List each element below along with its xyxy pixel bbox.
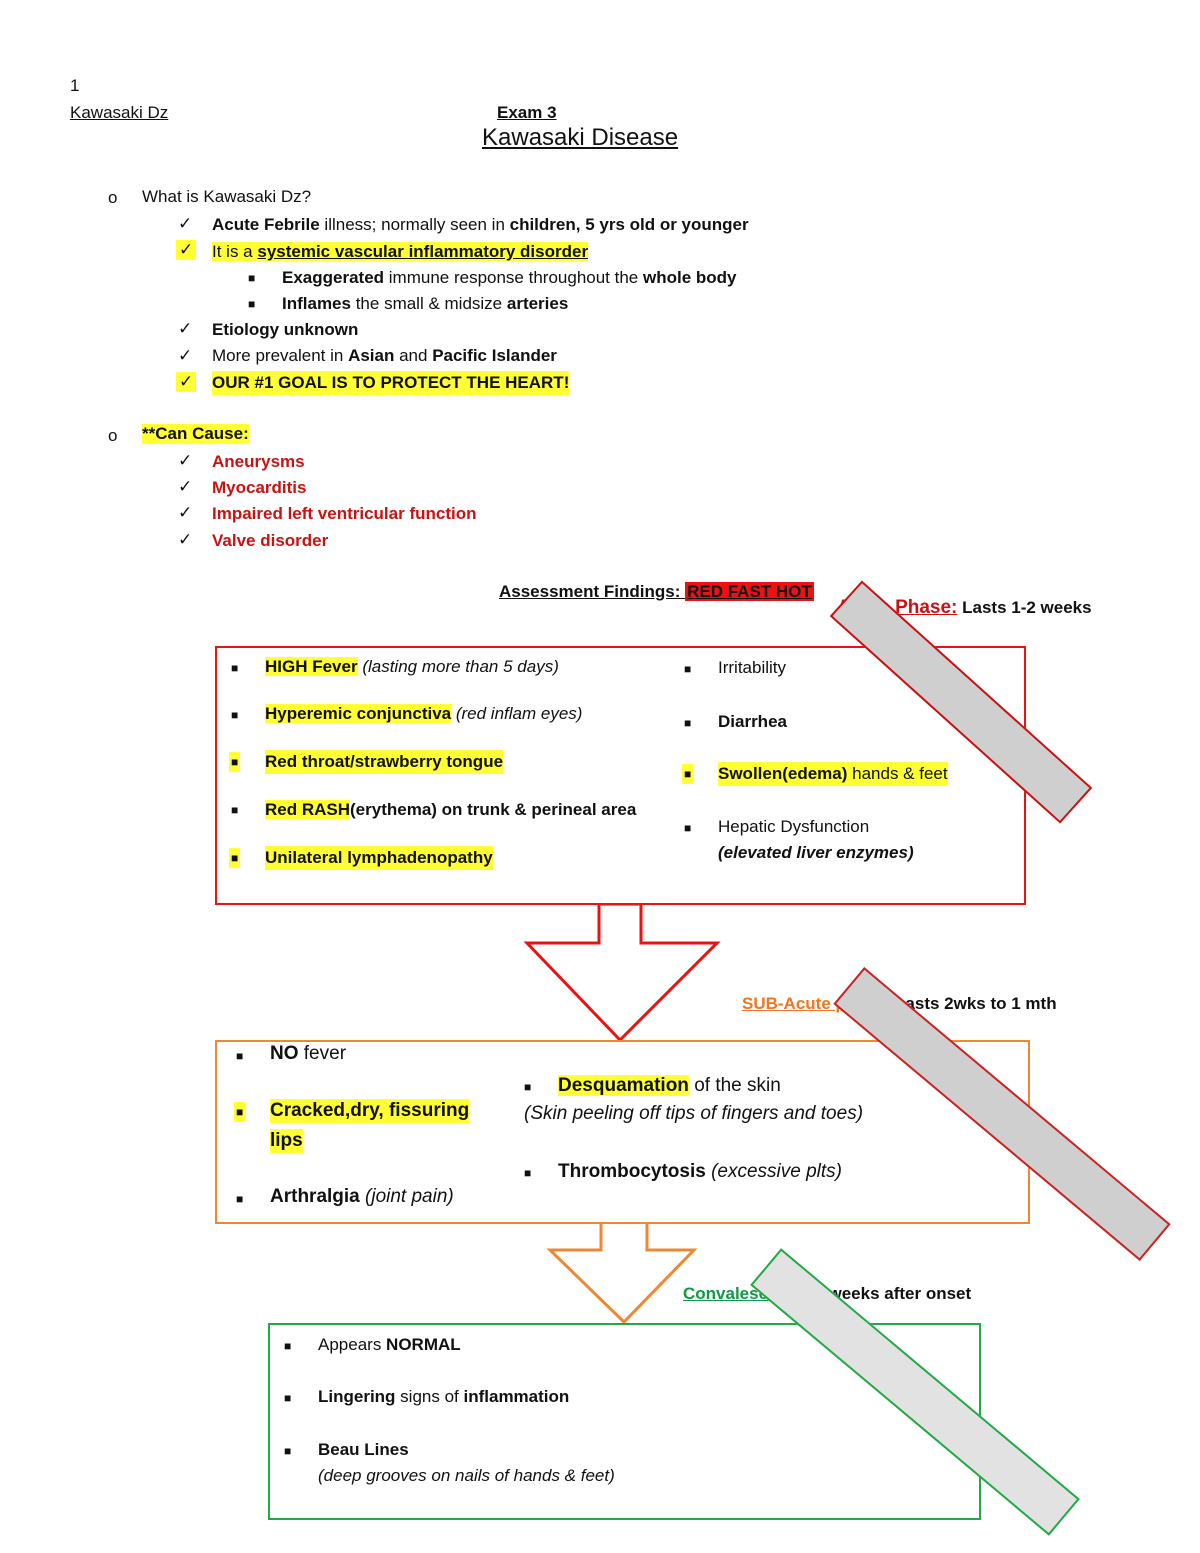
can-cause-heading: **Can Cause: xyxy=(142,424,249,444)
check-icon: ✓ xyxy=(178,451,193,470)
square-bullet-icon: ■ xyxy=(684,821,692,835)
check-icon: ✓ xyxy=(178,503,193,522)
subacute-phase-box xyxy=(215,1040,1030,1224)
complication-item: Valve disorder xyxy=(212,531,329,550)
check-icon: ✓ xyxy=(176,240,197,260)
square-bullet-icon: ■ xyxy=(284,1339,292,1353)
header-center-label: Exam 3 xyxy=(497,103,557,122)
subacute-finding: Arthralgia (joint pain) xyxy=(270,1186,454,1207)
square-bullet-icon: ■ xyxy=(231,708,239,722)
list-item: Inflames the small & midsize arteries xyxy=(282,294,569,313)
assessment-heading: Assessment Findings: RED FAST HOT xyxy=(499,582,814,601)
subacute-finding: Cracked,dry, fissuring xyxy=(270,1099,470,1123)
question-heading: What is Kawasaki Dz? xyxy=(142,187,312,206)
convalescent-finding-note: (deep grooves on nails of hands & feet) xyxy=(318,1466,615,1485)
square-bullet-icon: ■ xyxy=(236,1192,244,1206)
outline-bullet: o xyxy=(108,188,118,207)
square-bullet-icon: ■ xyxy=(231,803,239,817)
square-bullet-icon: ■ xyxy=(229,848,241,868)
convalescent-finding: Lingering signs of inflammation xyxy=(318,1387,570,1406)
list-item: Etiology unknown xyxy=(212,320,359,339)
square-bullet-icon: ■ xyxy=(231,661,239,675)
check-icon: ✓ xyxy=(178,214,193,233)
check-icon: ✓ xyxy=(176,372,197,392)
page-number: 1 xyxy=(70,76,80,95)
check-icon: ✓ xyxy=(178,530,193,549)
square-bullet-icon: ■ xyxy=(234,1102,246,1122)
subacute-finding: Thrombocytosis (excessive plts) xyxy=(558,1161,843,1182)
complication-item: Myocarditis xyxy=(212,478,307,497)
square-bullet-icon: ■ xyxy=(236,1049,244,1063)
subacute-finding: NO fever xyxy=(270,1043,347,1064)
list-item: Acute Febrile illness; normally seen in … xyxy=(212,215,749,234)
check-icon: ✓ xyxy=(178,346,193,365)
list-item: It is a systemic vascular inflammatory d… xyxy=(212,242,589,261)
square-bullet-icon: ■ xyxy=(684,662,692,676)
acute-finding-note: (elevated liver enzymes) xyxy=(718,843,914,862)
check-icon: ✓ xyxy=(178,477,193,496)
square-bullet-icon: ■ xyxy=(524,1166,532,1180)
square-bullet-icon: ■ xyxy=(284,1444,292,1458)
acute-finding: Hepatic Dysfunction xyxy=(718,817,870,836)
acute-finding: Irritability xyxy=(718,658,787,677)
arrow-acute-to-subacute xyxy=(523,902,721,1043)
subacute-finding: lips xyxy=(270,1129,303,1153)
square-bullet-icon: ■ xyxy=(682,764,694,784)
acute-finding: Red throat/strawberry tongue xyxy=(265,750,504,774)
acute-finding: HIGH Fever (lasting more than 5 days) xyxy=(265,657,559,676)
acute-finding: Red RASH(erythema) on trunk & perineal a… xyxy=(265,800,637,819)
square-bullet-icon: ■ xyxy=(524,1080,532,1094)
acute-finding: Unilateral lymphadenopathy xyxy=(265,846,493,870)
subacute-finding: Desquamation of the skin xyxy=(558,1075,781,1096)
outline-bullet: o xyxy=(108,426,118,445)
page-title: Kawasaki Disease xyxy=(482,124,679,151)
list-item: More prevalent in Asian and Pacific Isla… xyxy=(212,346,557,365)
acute-finding: Diarrhea xyxy=(718,712,787,731)
complication-item: Impaired left ventricular function xyxy=(212,504,477,523)
square-bullet-icon: ■ xyxy=(248,297,256,311)
complication-item: Aneurysms xyxy=(212,452,305,471)
acute-finding: Swollen(edema) hands & feet xyxy=(718,762,948,786)
subacute-finding-note: (Skin peeling off tips of fingers and to… xyxy=(524,1103,864,1124)
header-left-label: Kawasaki Dz xyxy=(70,103,169,122)
square-bullet-icon: ■ xyxy=(248,271,256,285)
convalescent-finding: Beau Lines xyxy=(318,1440,409,1459)
list-item: Exaggerated immune response throughout t… xyxy=(282,268,737,287)
goal-statement: OUR #1 GOAL IS TO PROTECT THE HEART! xyxy=(212,371,570,395)
square-bullet-icon: ■ xyxy=(684,716,692,730)
convalescent-finding: Appears NORMAL xyxy=(318,1335,461,1354)
acute-finding: Hyperemic conjunctiva (red inflam eyes) xyxy=(265,704,583,723)
assessment-tag: RED FAST HOT xyxy=(685,582,814,601)
square-bullet-icon: ■ xyxy=(229,752,241,772)
square-bullet-icon: ■ xyxy=(284,1391,292,1405)
arrow-subacute-to-convalescent xyxy=(546,1220,698,1325)
check-icon: ✓ xyxy=(178,319,193,338)
